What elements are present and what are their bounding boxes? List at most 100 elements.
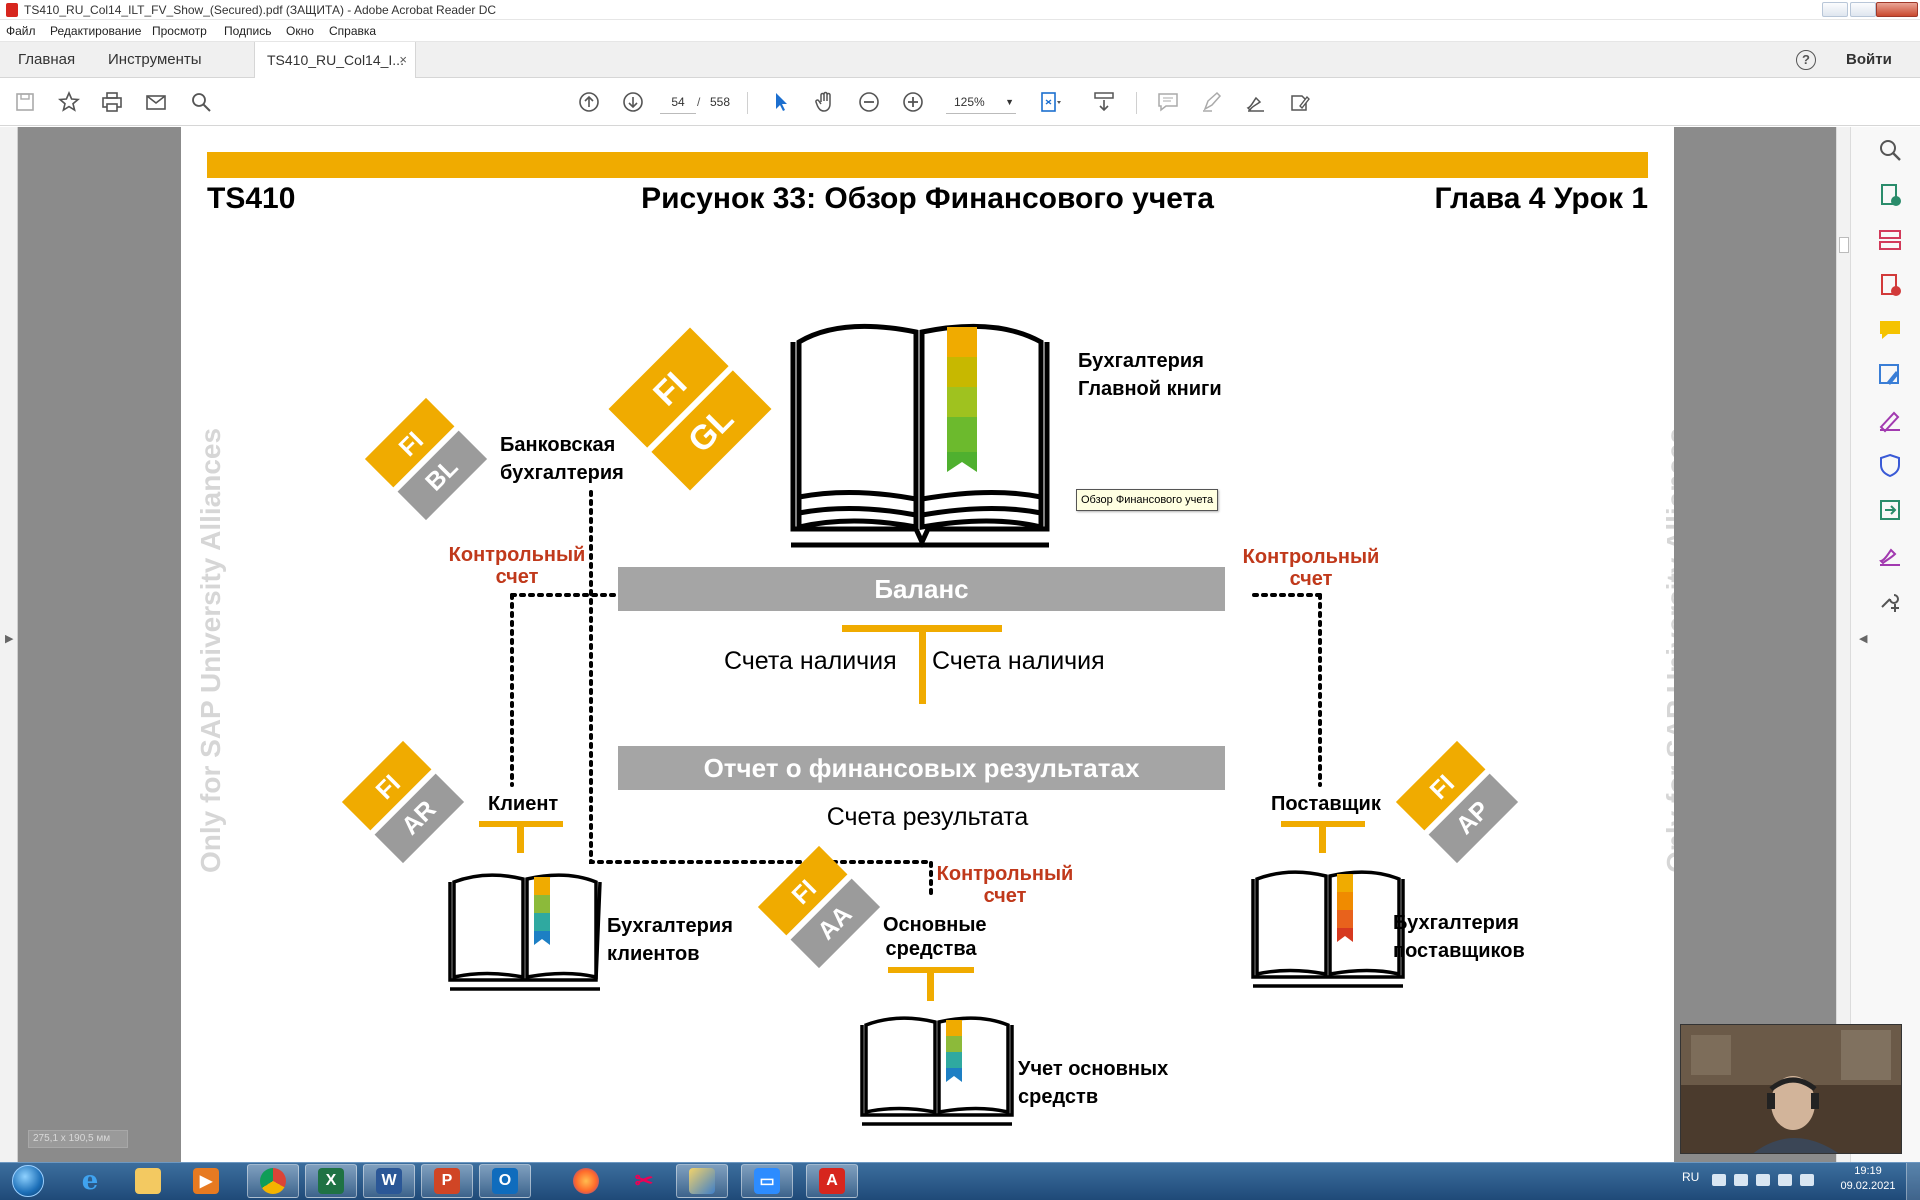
menu-file[interactable]: Файл (6, 24, 36, 38)
menu-sign[interactable]: Подпись (224, 24, 272, 38)
scroll-mode-icon[interactable] (1090, 88, 1118, 116)
zoom-select[interactable]: 125% ▼ (946, 90, 1016, 114)
organize-pages-icon[interactable] (1877, 227, 1903, 253)
star-icon[interactable] (55, 88, 83, 116)
left-panel-toggle[interactable]: ▶ (0, 127, 18, 1162)
tab-home[interactable]: Главная (18, 51, 76, 68)
tab-close-icon[interactable]: × (399, 52, 407, 67)
action-center-icon[interactable] (1734, 1174, 1748, 1186)
menu-view[interactable]: Просмотр (152, 24, 207, 38)
fixed-assets-label: Основные средства (883, 913, 987, 961)
outlook-icon: O (492, 1168, 518, 1194)
badge-bottom-half (790, 878, 881, 969)
tab-tools[interactable]: Инструменты (108, 51, 202, 68)
vendor-books-line2: поставщиков (1393, 940, 1525, 962)
zoom-button[interactable]: ▭ (741, 1164, 793, 1198)
sign-tool-icon[interactable] (1877, 542, 1903, 568)
firefox-button[interactable] (560, 1164, 612, 1198)
control-right-line2: счет (1289, 568, 1333, 590)
sign-icon[interactable] (1242, 88, 1270, 116)
show-desktop-button[interactable] (1906, 1163, 1920, 1200)
print-icon[interactable] (98, 88, 126, 116)
file-explorer-button[interactable] (122, 1164, 174, 1198)
tools-pane: ◀ (1850, 127, 1920, 1162)
app-generic-button[interactable] (676, 1164, 728, 1198)
create-pdf-icon[interactable] (1877, 182, 1903, 208)
tab-document[interactable]: TS410_RU_Col14_I... × (254, 42, 416, 78)
assets-accounts-left: Счета наличия (724, 647, 897, 675)
close-window-button[interactable] (1876, 2, 1918, 17)
window-title: TS410_RU_Col14_ILT_FV_Show_(Secured).pdf… (24, 3, 497, 17)
connector-bank-to-assets (589, 490, 933, 899)
client-books-line2: клиентов (607, 943, 700, 965)
menu-window[interactable]: Окно (286, 24, 314, 38)
gl-label: Бухгалтерия Главной книги (1078, 347, 1222, 403)
outlook-button[interactable]: O (479, 1164, 531, 1198)
language-indicator[interactable]: RU (1682, 1170, 1700, 1184)
vertical-scrollbar[interactable] (1836, 127, 1850, 1162)
result-accounts: Счета результата (826, 803, 1029, 831)
slide-course-code: TS410 (207, 182, 296, 215)
page-number-input[interactable]: 54 (660, 90, 696, 114)
powerpoint-button[interactable]: P (421, 1164, 473, 1198)
balance-t-stem (919, 632, 926, 704)
comment-tool-icon[interactable] (1877, 317, 1903, 343)
gl-label-line1: Бухгалтерия (1078, 350, 1204, 372)
fit-page-icon[interactable] (1036, 88, 1064, 116)
minimize-button[interactable] (1822, 2, 1848, 17)
volume-icon[interactable] (1778, 1174, 1792, 1186)
excel-button[interactable]: X (305, 1164, 357, 1198)
highlight-icon[interactable] (1198, 88, 1226, 116)
acrobat-reader-button[interactable]: A (806, 1164, 858, 1198)
upload-icon[interactable] (1800, 1174, 1814, 1186)
network-icon[interactable] (1756, 1174, 1770, 1186)
control-left-line2: счет (495, 566, 539, 588)
zoom-out-icon[interactable] (855, 88, 883, 116)
control-left-line1: Контрольный (448, 544, 586, 566)
page-down-icon[interactable] (619, 88, 647, 116)
gl-bookmark (947, 327, 977, 472)
fixed-assets-line2: средства (885, 938, 977, 960)
search-tool-icon[interactable] (1877, 137, 1903, 163)
menu-help[interactable]: Справка (329, 24, 377, 38)
collapse-left-icon[interactable]: ◀ (1859, 633, 1868, 645)
snipping-tool-button[interactable]: ✂ (618, 1164, 670, 1198)
fill-sign-icon[interactable] (1286, 88, 1314, 116)
menu-edit[interactable]: Редактирование (50, 24, 142, 38)
control-account-left: Контрольный счет (443, 544, 591, 588)
send-for-review-icon[interactable] (1877, 497, 1903, 523)
signin-button[interactable]: Войти (1846, 51, 1892, 68)
edit-pdf-icon[interactable] (1877, 362, 1903, 388)
badge-top-half (364, 397, 455, 488)
scroll-thumb[interactable] (1839, 237, 1849, 253)
tooltip: Обзор Финансового учета (1076, 489, 1219, 511)
hand-icon[interactable] (811, 88, 839, 116)
tray-arrow-icon[interactable] (1712, 1174, 1726, 1186)
assets-t-stem (927, 973, 934, 1001)
word-button[interactable]: W (363, 1164, 415, 1198)
mail-icon[interactable] (142, 88, 170, 116)
help-icon[interactable]: ? (1796, 50, 1816, 70)
zoom-value: 125% (954, 95, 985, 109)
maximize-button[interactable] (1850, 2, 1876, 17)
clock[interactable]: 19:19 09.02.2021 (1836, 1164, 1900, 1194)
media-player-button[interactable]: ▶ (180, 1164, 232, 1198)
comment-icon[interactable] (1154, 88, 1182, 116)
search-icon[interactable] (187, 88, 215, 116)
windows-start-button[interactable] (6, 1164, 50, 1198)
internet-explorer-button[interactable]: e (64, 1164, 116, 1198)
more-tools-icon[interactable] (1877, 587, 1903, 613)
save-icon[interactable] (11, 88, 39, 116)
chrome-button[interactable] (247, 1164, 299, 1198)
zoom-in-icon[interactable] (899, 88, 927, 116)
chevron-down-icon: ▼ (1005, 97, 1014, 107)
assets-accounts-right: Счета наличия (932, 647, 1105, 675)
title-bar: TS410_RU_Col14_ILT_FV_Show_(Secured).pdf… (0, 0, 1920, 20)
protect-icon[interactable] (1877, 452, 1903, 478)
fill-and-sign-icon[interactable] (1877, 407, 1903, 433)
page-up-icon[interactable] (575, 88, 603, 116)
export-pdf-icon[interactable] (1877, 272, 1903, 298)
expand-right-icon: ▶ (5, 633, 14, 645)
select-cursor-icon[interactable] (767, 88, 795, 116)
